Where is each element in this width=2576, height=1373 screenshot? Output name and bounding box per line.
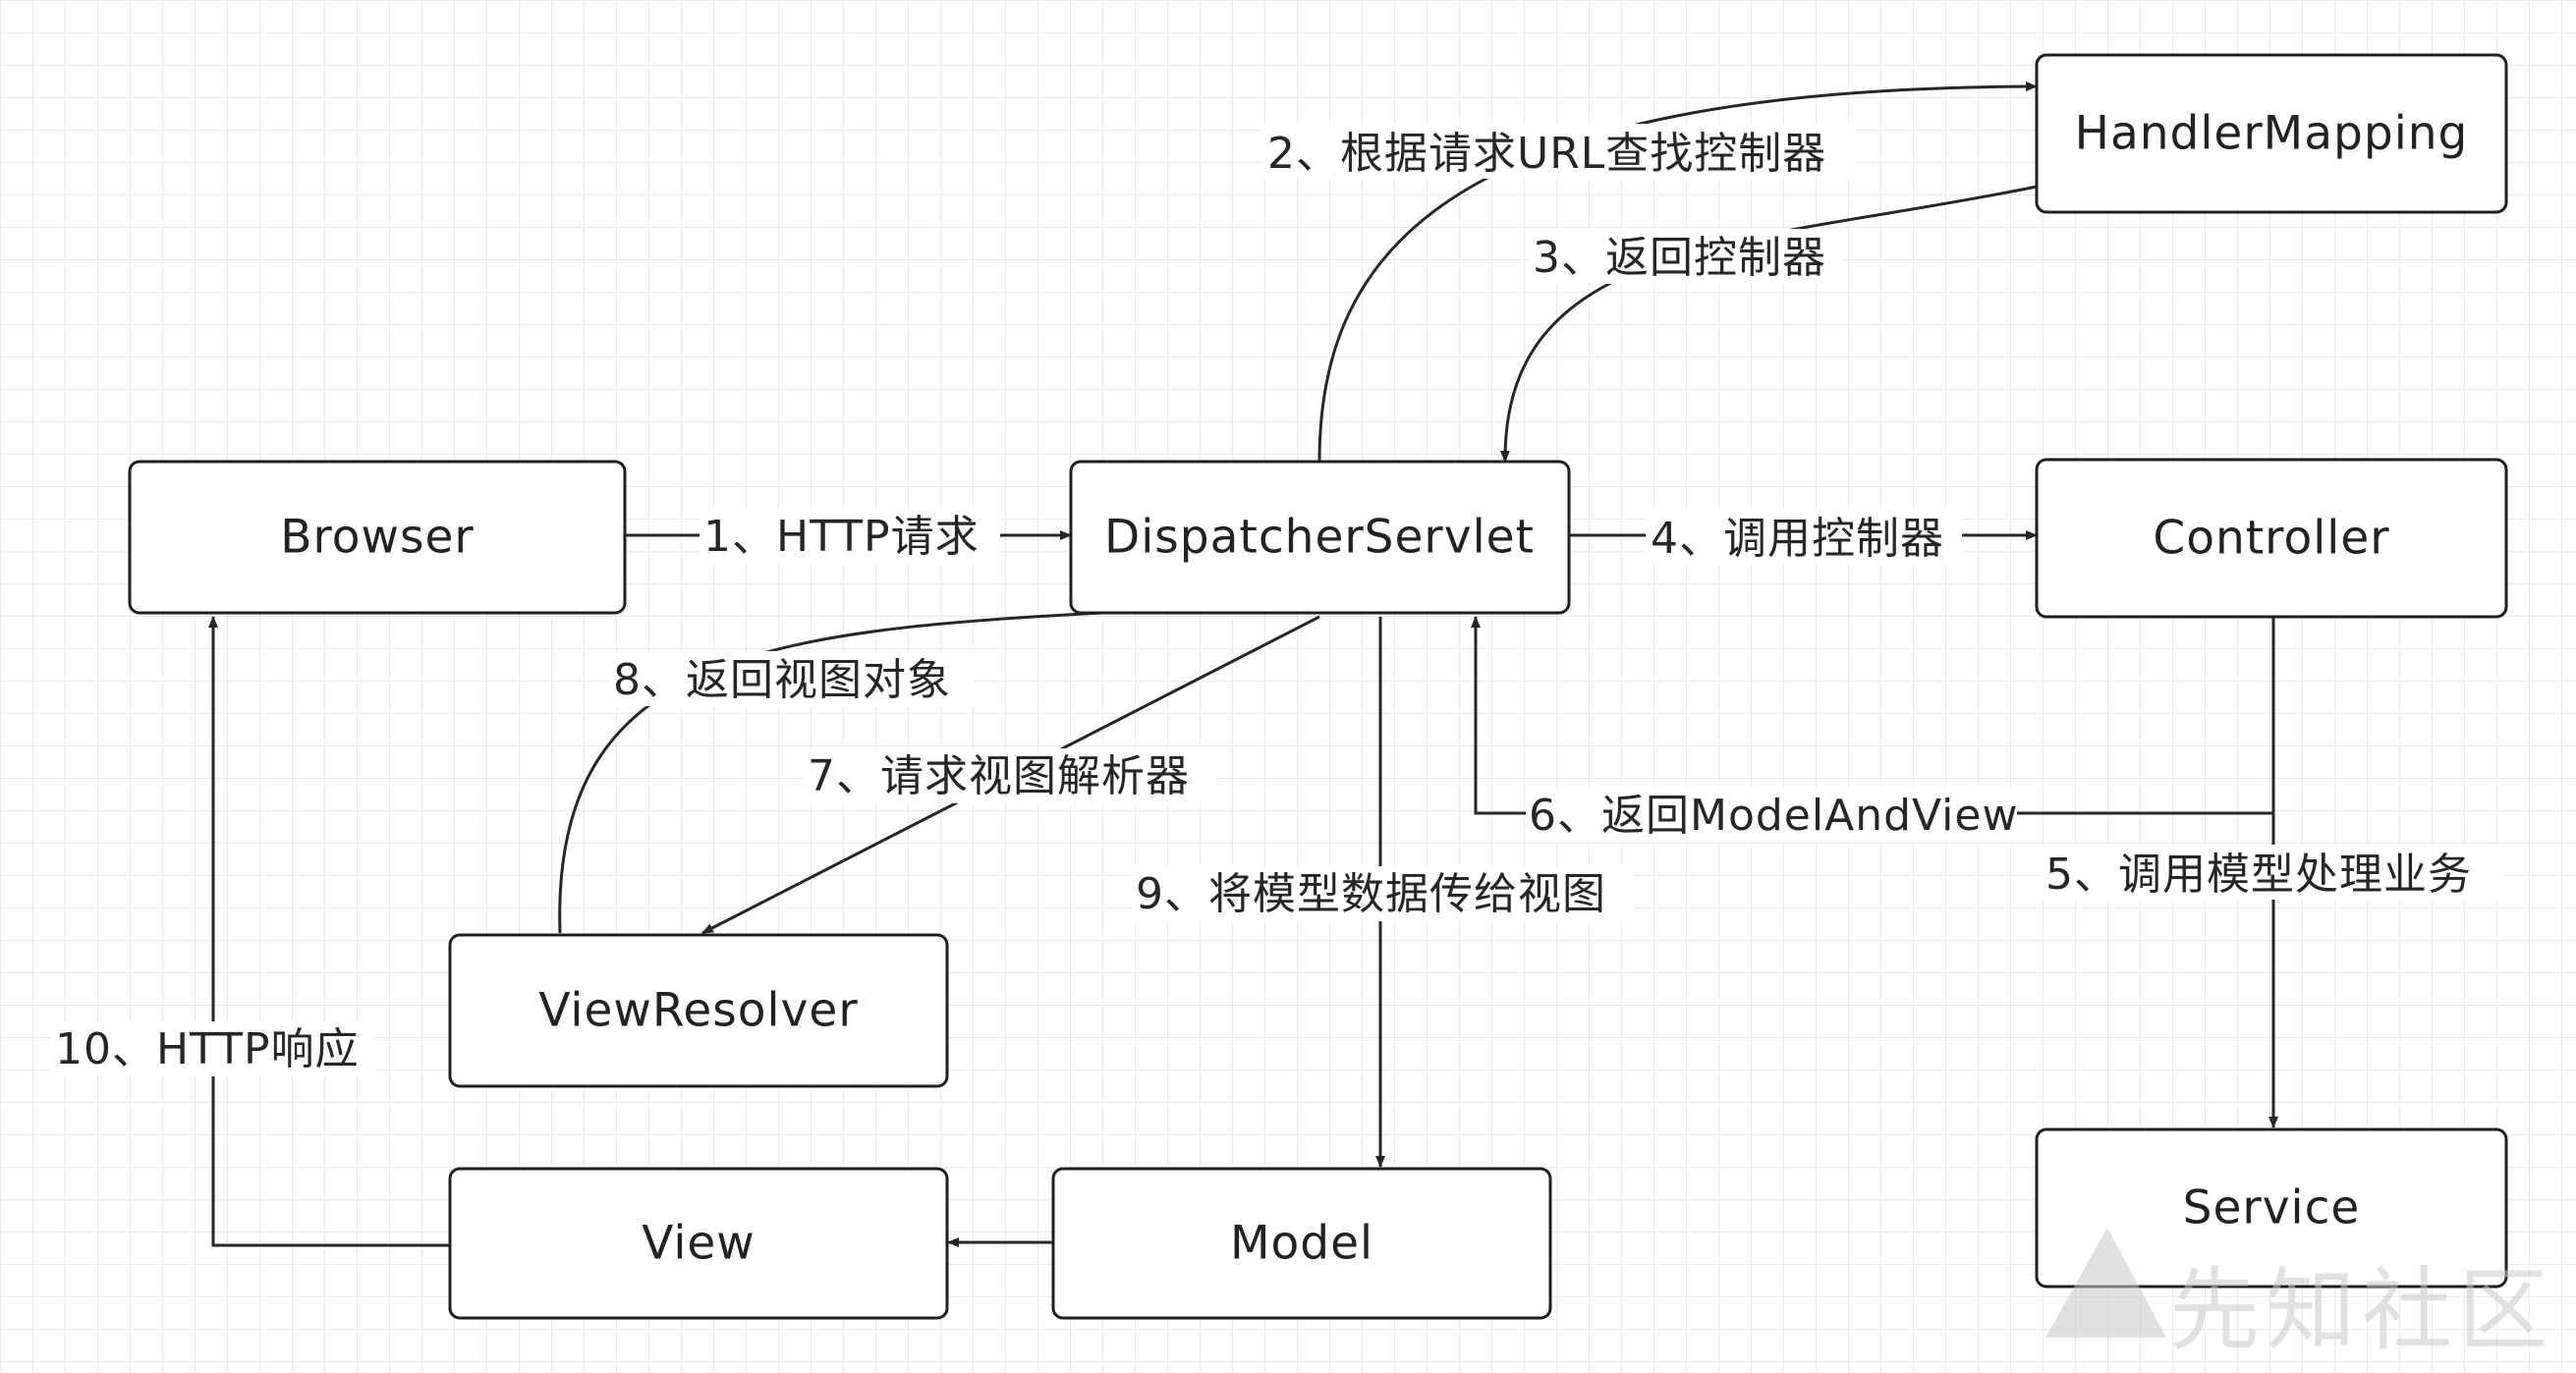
watermark-logo-icon <box>2045 1228 2166 1338</box>
node-dispatcher-servlet-label: DispatcherServlet <box>1104 511 1535 565</box>
label-step-3: 3、返回控制器 <box>1533 233 1826 283</box>
label-step-1: 1、HTTP请求 <box>703 512 980 562</box>
node-browser: Browser <box>128 460 627 615</box>
label-step-4: 4、调用控制器 <box>1651 514 1944 564</box>
label-step-6: 6、返回ModelAndView <box>1529 791 2018 841</box>
label-step-9: 9、将模型数据传给视图 <box>1136 869 1606 919</box>
label-step-10: 10、HTTP响应 <box>55 1024 360 1074</box>
node-dispatcher-servlet: DispatcherServlet <box>1069 460 1571 615</box>
node-view-resolver: ViewResolver <box>448 933 949 1088</box>
label-step-2: 2、根据请求URL查找控制器 <box>1267 129 1826 179</box>
node-view: View <box>448 1167 949 1320</box>
node-handler-mapping-label: HandlerMapping <box>2075 107 2469 161</box>
node-model-label: Model <box>1230 1217 1373 1271</box>
edge-find-handler <box>1317 82 2038 463</box>
edge-return-handler <box>1499 185 2038 463</box>
watermark-text: 先知社区 <box>2169 1258 2554 1363</box>
node-browser-label: Browser <box>280 511 474 565</box>
node-controller: Controller <box>2035 458 2508 619</box>
watermark: 先知社区 <box>2045 1228 2554 1363</box>
edge-return-model-and-view <box>1471 616 2273 815</box>
node-view-resolver-label: ViewResolver <box>538 984 858 1038</box>
label-step-5: 5、调用模型处理业务 <box>2045 850 2472 900</box>
node-service-label: Service <box>2183 1181 2361 1236</box>
label-step-7: 7、请求视图解析器 <box>808 751 1190 801</box>
edge-http-response <box>208 616 450 1247</box>
node-model: Model <box>1051 1167 1552 1320</box>
node-controller-label: Controller <box>2153 512 2389 566</box>
label-step-8: 8、返回视图对象 <box>613 655 951 705</box>
node-handler-mapping: HandlerMapping <box>2035 53 2508 214</box>
node-view-label: View <box>642 1217 756 1271</box>
node-service: Service <box>2035 1127 2508 1289</box>
